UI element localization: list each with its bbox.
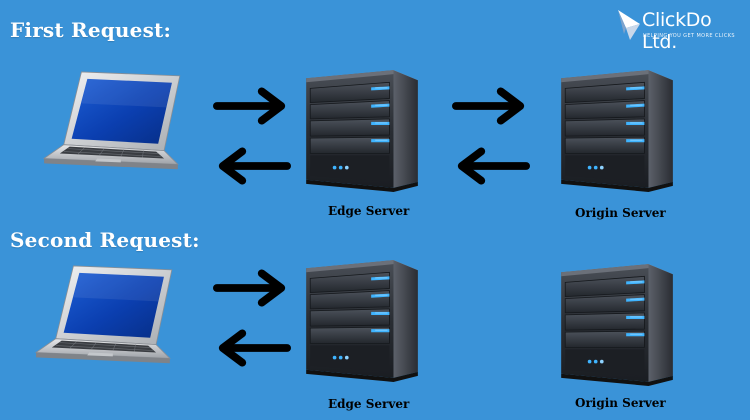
origin-server-label: Origin Server: [575, 396, 666, 410]
second-request-title: Second Request:: [10, 228, 200, 252]
response-arrow-left: [213, 146, 291, 186]
brand-name: ClickDo Ltd.: [642, 9, 712, 53]
client-laptop: [30, 68, 188, 186]
edge-server: [300, 252, 422, 384]
origin-server-label: Origin Server: [575, 206, 666, 220]
first-request-title: First Request:: [10, 18, 172, 42]
brand-tagline: Helping you get more clicks: [643, 33, 736, 39]
origin-server: [555, 256, 677, 388]
request-arrow-right: [213, 268, 291, 308]
request-arrow-right: [213, 86, 291, 126]
response-arrow-left: [213, 328, 291, 368]
request-arrow-right: [452, 86, 530, 126]
origin-server: [555, 62, 677, 194]
edge-server: [300, 62, 422, 194]
paper-plane-icon: [618, 10, 640, 40]
edge-server-label: Edge Server: [328, 397, 410, 411]
client-laptop: [22, 262, 180, 380]
response-arrow-left: [452, 146, 530, 186]
edge-server-label: Edge Server: [328, 204, 410, 218]
clickdo-logo: ClickDo Ltd. Helping you get more clicks: [616, 6, 744, 53]
